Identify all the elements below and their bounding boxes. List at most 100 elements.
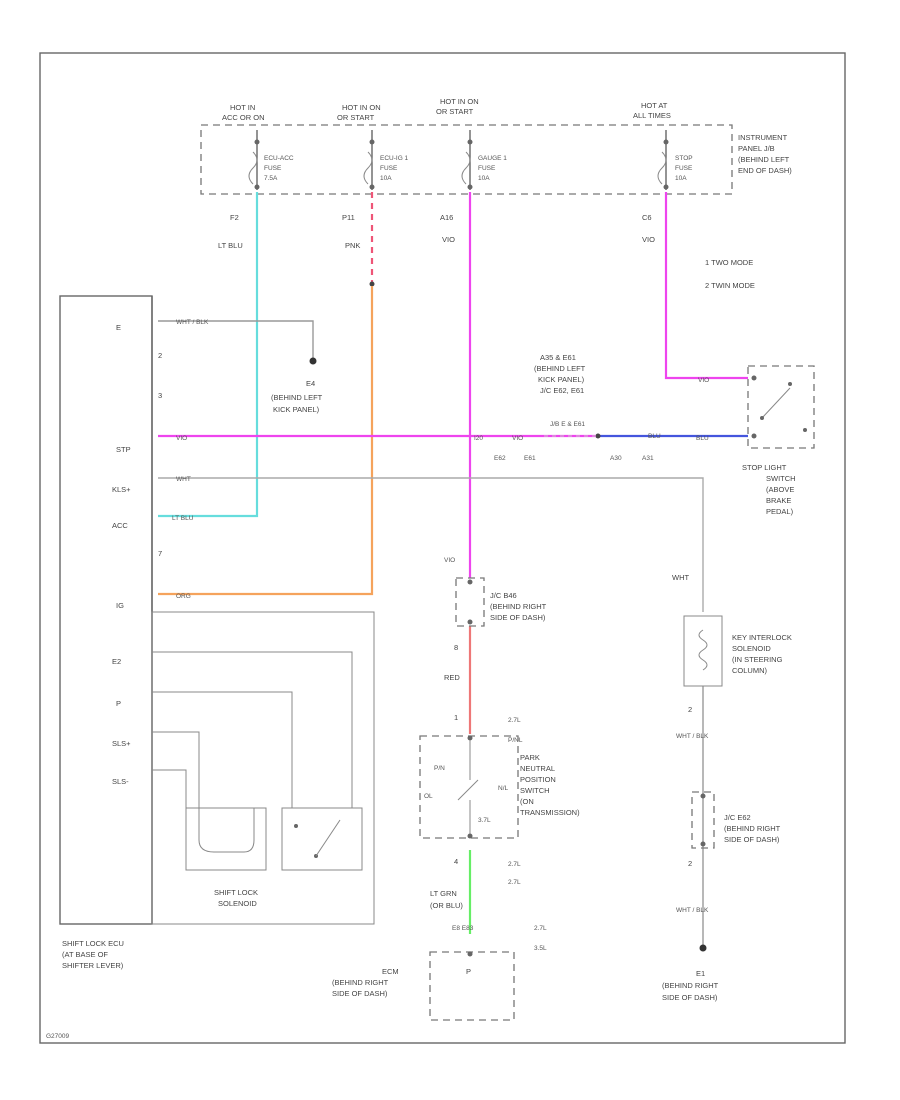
wire-label-org-left: ORG: [176, 593, 191, 600]
code-a30: A30: [610, 455, 622, 462]
svg-text:SLS-: SLS-: [112, 777, 129, 786]
svg-text:(IN STEERING: (IN STEERING: [732, 655, 783, 664]
jc-top-label: A35 & E61 (BEHIND LEFT KICK PANEL) J/C E…: [534, 353, 586, 395]
png-pin-2-7l: 2.7L: [534, 925, 547, 932]
svg-text:KEY INTERLOCK: KEY INTERLOCK: [732, 633, 792, 642]
wire-label-whtblk2: WHT / BLK: [676, 733, 709, 740]
wire-label-wht-left: WHT: [176, 476, 191, 483]
wire-vio-stop: [664, 192, 748, 380]
svg-text:COLUMN): COLUMN): [732, 666, 768, 675]
svg-text:STOP LIGHT: STOP LIGHT: [742, 463, 787, 472]
png-label: PARK NEUTRAL POSITION SWITCH (ON TRANSMI…: [520, 753, 580, 817]
fuse2-name2: FUSE: [380, 165, 398, 172]
wire-label-wht-right: WHT: [672, 573, 689, 582]
fuse2-hot-label: HOT IN ON: [342, 103, 381, 112]
svg-text:(ABOVE: (ABOVE: [766, 485, 794, 494]
instrument-panel-jb-box: [200, 124, 733, 195]
fuse1-hot-label2: ACC OR ON: [222, 113, 265, 122]
fuse4-amp: 10A: [675, 175, 687, 182]
wire-label-vio-jc: VIO: [444, 557, 455, 564]
fuse-ecu-acc: HOT IN ACC OR ON ECU-ACC FUSE 7.5A: [222, 103, 294, 190]
svg-text:SOLENOID: SOLENOID: [732, 644, 771, 653]
wire-label-red: RED: [444, 673, 460, 682]
svg-text:SIDE OF DASH): SIDE OF DASH): [662, 993, 718, 1002]
wire-label-ltgrn: LT GRN: [430, 889, 457, 898]
png-inner-ol: OL: [424, 793, 433, 800]
fuse-stop: HOT AT ALL TIMES STOP FUSE 10A: [633, 101, 693, 190]
svg-text:SWITCH: SWITCH: [766, 474, 796, 483]
fuse1-hot-label: HOT IN: [230, 103, 255, 112]
wire-label-vio-left: VIO: [176, 435, 187, 442]
svg-text:KLS+: KLS+: [112, 485, 131, 494]
svg-text:END OF DASH): END OF DASH): [738, 166, 792, 175]
ecu-label-3: SHIFTER LEVER): [62, 961, 124, 970]
svg-text:P: P: [116, 699, 121, 708]
svg-text:J/C E62: J/C E62: [724, 813, 751, 822]
jc-e62-box: [691, 791, 715, 849]
wire-label-ltblu-left: LT BLU: [172, 515, 194, 522]
png-inner-pn: P/N: [434, 765, 445, 772]
svg-text:NEUTRAL: NEUTRAL: [520, 764, 555, 773]
wire-label-vio-right: VIO: [698, 377, 709, 384]
wire-label-vio-mid: VIO: [512, 435, 523, 442]
solenoid-label-1: SHIFT LOCK: [214, 888, 258, 897]
fuse1-name2: FUSE: [264, 165, 282, 172]
fuse1-name: ECU-ACC: [264, 155, 294, 162]
svg-text:STP: STP: [116, 445, 131, 454]
svg-text:J/C E62, E61: J/C E62, E61: [540, 386, 584, 395]
svg-text:(BEHIND RIGHT: (BEHIND RIGHT: [724, 824, 781, 833]
svg-text:J/C B46: J/C B46: [490, 591, 517, 600]
svg-text:PARK: PARK: [520, 753, 540, 762]
svg-text:PANEL J/B: PANEL J/B: [738, 144, 775, 153]
jc-e62-label: J/C E62 (BEHIND RIGHT SIDE OF DASH): [724, 813, 781, 844]
code-a31: A31: [642, 455, 654, 462]
svg-text:ECM: ECM: [382, 967, 399, 976]
wire-lt-blu: [158, 192, 259, 518]
ecu-pin-labels: E 2 3 STP KLS+ ACC 7 IG E2 P SLS+ SLS-: [112, 323, 162, 786]
fuse2-hot-label2: OR START: [337, 113, 375, 122]
ecm-pin-p: P: [466, 967, 471, 976]
svg-text:ACC: ACC: [112, 521, 128, 530]
pin-4: 4: [454, 857, 458, 866]
stop-light-switch-label: STOP LIGHT SWITCH (ABOVE BRAKE PEDAL): [742, 463, 796, 516]
wire-label-ltblu: LT BLU: [218, 241, 243, 250]
wire-label-f2: F2: [230, 213, 239, 222]
svg-text:(BEHIND RIGHT: (BEHIND RIGHT: [332, 978, 389, 987]
wire-label-wht-blk-e: WHT / BLK: [176, 319, 209, 326]
png-inner-nl: N/L: [498, 785, 509, 792]
svg-text:SIDE OF DASH): SIDE OF DASH): [332, 989, 388, 998]
fuse3-name2: FUSE: [478, 165, 496, 172]
fuse3-amp: 10A: [478, 175, 490, 182]
wire-label-a16: A16: [440, 213, 453, 222]
svg-text:KICK PANEL): KICK PANEL): [538, 375, 585, 384]
wire-label-blu-dots: BLU: [648, 433, 661, 440]
wire-label-blu: BLU: [696, 435, 709, 442]
svg-text:P/NL: P/NL: [508, 737, 523, 744]
svg-text:IG: IG: [116, 601, 124, 610]
shift-lock-ecu-box: [59, 295, 153, 925]
fuse2-name: ECU-IG 1: [380, 155, 409, 162]
e4-label-3: KICK PANEL): [273, 405, 320, 414]
ecm-box: [429, 951, 515, 1021]
svg-text:(BEHIND RIGHT: (BEHIND RIGHT: [662, 981, 719, 990]
wire-label-pnk: PNK: [345, 241, 360, 250]
svg-text:(BEHIND LEFT: (BEHIND LEFT: [534, 364, 586, 373]
code-i20: I20: [474, 435, 483, 442]
svg-text:E2: E2: [112, 657, 121, 666]
svg-text:2.7L: 2.7L: [508, 879, 521, 886]
wire-e-ground: [158, 320, 314, 358]
fuse1-amp: 7.5A: [264, 175, 278, 182]
ground-e4: [309, 357, 317, 365]
svg-text:PEDAL): PEDAL): [766, 507, 794, 516]
svg-text:2.7L: 2.7L: [508, 717, 521, 724]
key-interlock-label: KEY INTERLOCK SOLENOID (IN STEERING COLU…: [732, 633, 792, 675]
pin-8: 8: [454, 643, 458, 652]
wire-wht: [158, 477, 704, 612]
pin-2a: 2: [688, 705, 692, 714]
wire-org: [158, 286, 374, 596]
ground-e1: [699, 944, 707, 952]
wire-label-whtblk3: WHT / BLK: [676, 907, 709, 914]
svg-text:3: 3: [158, 391, 162, 400]
svg-text:INSTRUMENT: INSTRUMENT: [738, 133, 788, 142]
